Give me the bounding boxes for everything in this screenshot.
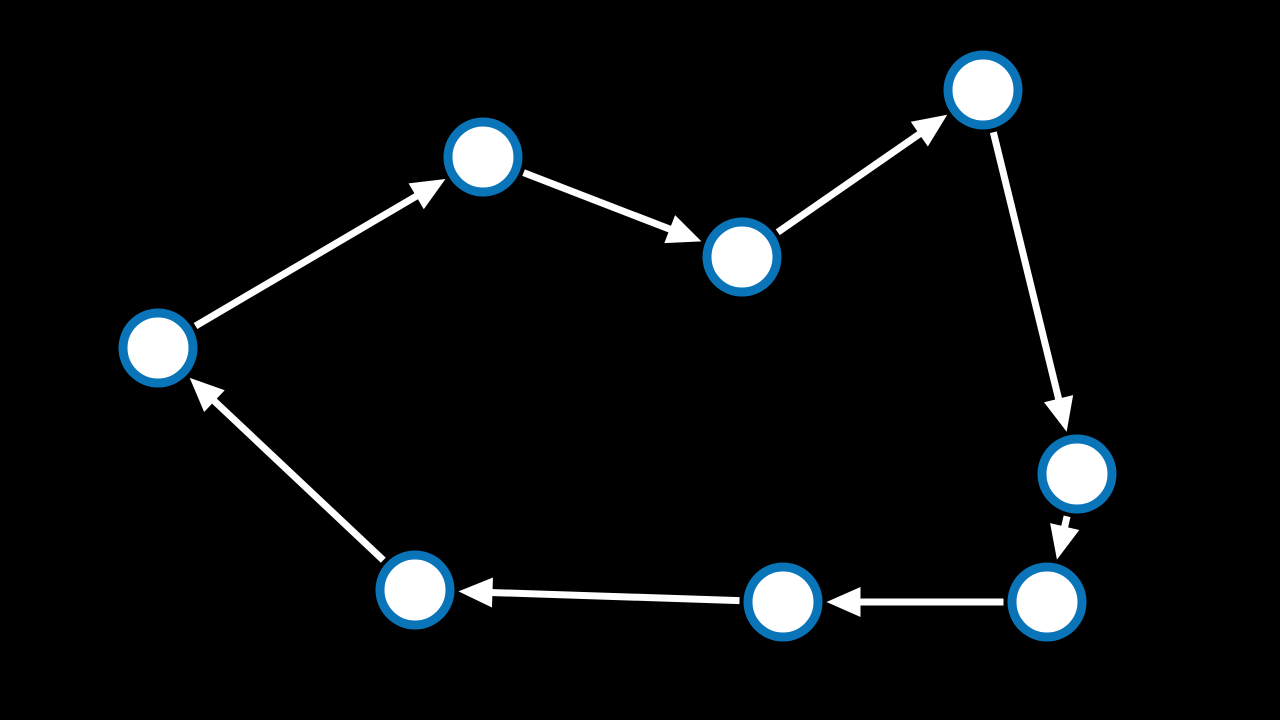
graph-edge[interactable] bbox=[826, 587, 1004, 617]
node-circle bbox=[118, 308, 198, 388]
graph-edge[interactable] bbox=[989, 131, 1074, 432]
graph-node[interactable] bbox=[443, 117, 523, 197]
node-circle bbox=[443, 117, 523, 197]
edge-line bbox=[522, 169, 673, 234]
graph-edge[interactable] bbox=[458, 577, 740, 608]
graph-node[interactable] bbox=[1007, 562, 1087, 642]
node-layer bbox=[118, 50, 1117, 642]
edge-arrowhead bbox=[408, 179, 446, 210]
edge-line bbox=[490, 588, 740, 605]
edge-line bbox=[989, 131, 1063, 402]
edge-layer bbox=[189, 114, 1080, 617]
edge-arrowhead bbox=[1044, 395, 1074, 432]
graph-node[interactable] bbox=[702, 217, 782, 297]
node-circle bbox=[375, 550, 455, 630]
edge-arrowhead bbox=[826, 587, 861, 617]
edge-arrowhead bbox=[189, 377, 225, 413]
edge-line bbox=[1060, 515, 1071, 530]
node-circle bbox=[1007, 562, 1087, 642]
graph-edge[interactable] bbox=[193, 179, 446, 329]
node-circle bbox=[1037, 434, 1117, 514]
node-circle bbox=[743, 562, 823, 642]
node-circle bbox=[943, 50, 1023, 130]
graph-edge[interactable] bbox=[522, 169, 702, 244]
graph-edge[interactable] bbox=[1050, 515, 1080, 560]
graph-node[interactable] bbox=[375, 550, 455, 630]
graph-edge[interactable] bbox=[775, 114, 948, 236]
graph-node[interactable] bbox=[743, 562, 823, 642]
edge-arrowhead bbox=[664, 215, 702, 244]
graph-node[interactable] bbox=[943, 50, 1023, 130]
graph-node[interactable] bbox=[118, 308, 198, 388]
edge-line bbox=[775, 130, 923, 236]
graph-node[interactable] bbox=[1037, 434, 1117, 514]
edge-line bbox=[193, 192, 420, 329]
graph-edge[interactable] bbox=[189, 377, 386, 563]
edge-arrowhead bbox=[1050, 523, 1080, 560]
edge-arrowhead bbox=[910, 114, 948, 147]
node-circle bbox=[702, 217, 782, 297]
edge-line bbox=[210, 397, 386, 563]
edge-arrowhead bbox=[458, 577, 493, 608]
